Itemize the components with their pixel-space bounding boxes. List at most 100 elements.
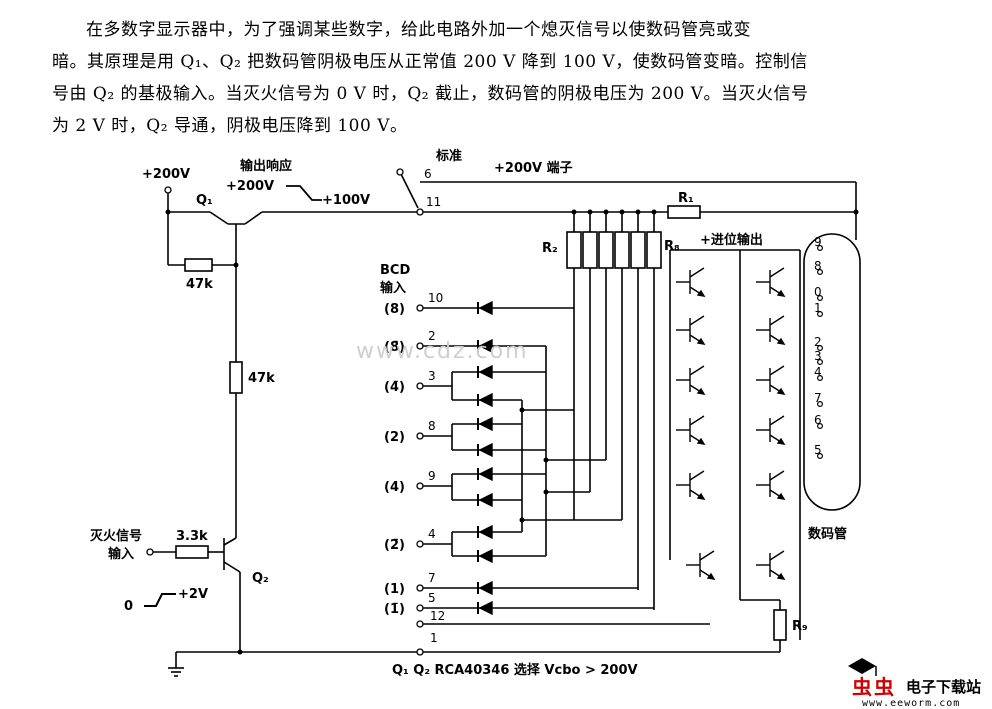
tube-digit-label: 5 — [814, 443, 822, 457]
q1-label: Q₁ — [196, 193, 213, 208]
tube-digit-label: 8 — [814, 259, 822, 273]
tube-digit-label: 6 — [814, 413, 822, 427]
bcd-pin-label: 5 — [428, 591, 436, 605]
driver-transistor — [756, 315, 786, 345]
diode — [470, 442, 495, 458]
signal-step — [144, 593, 176, 607]
brand-url: www.eeworm.com — [862, 698, 960, 709]
blank-signal-line2: 输入 — [108, 546, 134, 562]
bcd-input-label: (8) — [384, 302, 405, 317]
pin-12-label: 12 — [430, 609, 445, 623]
r1-label: R₁ — [678, 191, 694, 206]
tube-pin — [816, 345, 823, 352]
bcd-pin-label: 10 — [428, 291, 443, 305]
tube-pin — [816, 245, 823, 252]
driver-transistor — [676, 470, 706, 500]
tube-digit-label: 7 — [814, 391, 822, 405]
q2-label: Q₂ — [252, 571, 269, 586]
signal-low-label: 0 — [124, 599, 133, 614]
driver-transistor — [676, 365, 706, 395]
bcd-pin-label: 4 — [428, 527, 436, 541]
output-low-label: +100V — [322, 193, 370, 208]
bcd-input-label: (1̄) — [384, 602, 405, 617]
pin-6-label: 6 — [424, 167, 432, 181]
supply-label: +200V — [142, 167, 190, 182]
driver-transistor — [686, 550, 716, 580]
output-response-title: 输出响应 — [240, 158, 292, 174]
tube-digit-label: 1 — [814, 301, 822, 315]
resistor-47k-feedback — [184, 258, 213, 272]
standard-label: 标准 — [435, 148, 462, 164]
pin-1-label: 1 — [430, 631, 438, 645]
resistor-3.3k — [175, 545, 209, 559]
diode — [470, 338, 495, 354]
tube-pin — [816, 269, 823, 276]
driver-transistor — [676, 267, 706, 297]
r8-label: R₈ — [664, 239, 680, 254]
r9-label: R₉ — [792, 619, 808, 634]
r2-label: R₂ — [542, 241, 558, 256]
resistor-47k-base — [229, 361, 243, 394]
diode — [470, 416, 495, 432]
blank-signal-line1: 灭火信号 — [89, 528, 142, 544]
res-47k-b-label: 47k — [248, 371, 275, 386]
tube-label: 数码管 — [808, 526, 847, 542]
bcd-title: BCD — [380, 263, 410, 278]
bcd-input-label: (4) — [384, 480, 405, 495]
bcd-input-label: (4̄) — [384, 380, 405, 395]
tube-pin — [816, 401, 823, 408]
diode — [470, 466, 495, 482]
resistor-r6 — [630, 231, 646, 269]
footer-note: Q₁ Q₂ RCA40346 选择 Vcbo > 200V — [392, 662, 638, 678]
tube-digit-label: 9 — [814, 235, 822, 249]
terminal-label: +200V 端子 — [494, 160, 573, 176]
tube-digit-label: 4 — [814, 365, 822, 379]
bcd-input-label: (1) — [384, 582, 405, 597]
resistor-r9 — [773, 609, 787, 641]
diode — [470, 600, 495, 616]
diode — [470, 300, 495, 316]
tube-pin — [816, 453, 823, 460]
diode — [470, 580, 495, 596]
diode — [470, 392, 495, 408]
driver-transistor — [756, 415, 786, 445]
description-paragraph: 在多数字显示器中，为了强调某些数字，给此电路外加一个熄灭信号以使数码管亮或变 暗… — [52, 14, 952, 142]
driver-transistor — [756, 267, 786, 297]
bcd-input-label: (2̄) — [384, 538, 405, 553]
description-line-2: 暗。其原理是用 Q₁、Q₂ 把数码管阴极电压从正常值 200 V 降到 100 … — [52, 52, 808, 72]
resistor-r3 — [582, 231, 598, 269]
resistor-r8 — [646, 231, 662, 269]
watermark-text: www.cdz.com — [356, 339, 529, 364]
resistor-r1 — [667, 205, 701, 219]
tube-digit-label: 0 — [814, 285, 822, 299]
tube-pin — [816, 423, 823, 430]
tube-pin — [816, 375, 823, 382]
bcd-pin-label: 8 — [428, 419, 436, 433]
diode — [470, 364, 495, 380]
bcd-pin-label: 2 — [428, 329, 436, 343]
driver-transistor — [676, 415, 706, 445]
tube-pin — [816, 295, 823, 302]
driver-transistor — [756, 365, 786, 395]
pin-11-label: 11 — [426, 195, 441, 209]
res-47k-a-label: 47k — [186, 277, 213, 292]
tube-digit-label: 2 — [814, 335, 822, 349]
description-line-4: 为 2 V 时，Q₂ 导通，阴极电压降到 100 V。 — [52, 116, 408, 136]
driver-transistor — [756, 470, 786, 500]
diode — [470, 492, 495, 508]
bcd-input-label: (2) — [384, 430, 405, 445]
bcd-pin-label: 7 — [428, 571, 436, 585]
resistor-r2 — [566, 231, 582, 269]
brand-text: 电子下载站 — [906, 678, 981, 696]
res-33k-label: 3.3k — [176, 529, 208, 544]
carry-output-label: +进位输出 — [700, 232, 763, 248]
tube-digit-label: 3 — [814, 349, 822, 363]
bcd-input-label: (8̄) — [384, 340, 405, 355]
description-line-1: 在多数字显示器中，为了强调某些数字，给此电路外加一个熄灭信号以使数码管亮或变 — [86, 20, 751, 40]
output-high-label: +200V — [226, 179, 274, 194]
bcd-pin-label: 9 — [428, 469, 436, 483]
description-line-3: 号由 Q₂ 的基极输入。当灭火信号为 0 V 时，Q₂ 截止，数码管的阴极电压为… — [52, 84, 809, 104]
tube-pin — [816, 359, 823, 366]
diode — [470, 548, 495, 564]
